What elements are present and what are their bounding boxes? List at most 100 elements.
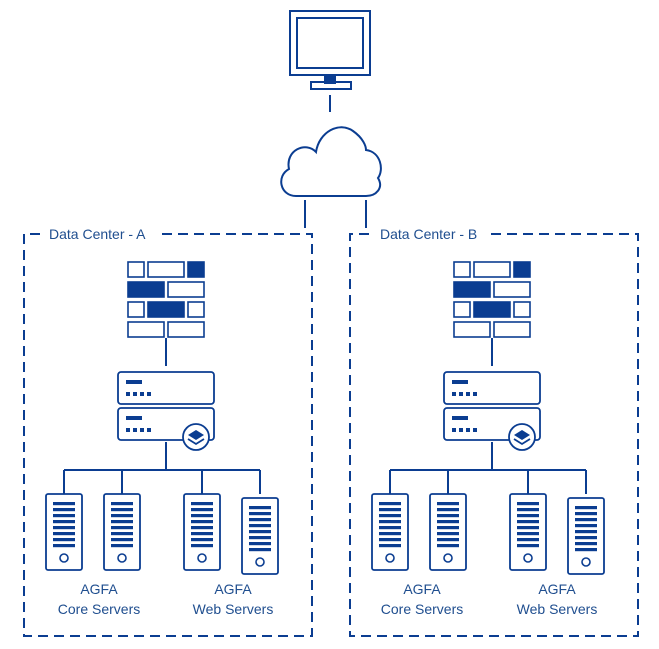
status-bar	[126, 416, 142, 420]
server-slot	[111, 526, 133, 530]
firewall-icon	[127, 261, 205, 338]
status-bar	[126, 380, 142, 384]
port-led	[126, 392, 130, 396]
server-slot	[53, 508, 75, 512]
server-slot	[379, 520, 401, 524]
load-balancer-icon	[117, 371, 215, 451]
server-tower-icon	[103, 493, 141, 571]
server-slot	[517, 520, 539, 524]
server-tower-icon	[429, 493, 467, 571]
server-slot	[249, 530, 271, 534]
server-slot	[53, 526, 75, 530]
power-button	[581, 557, 591, 567]
server-tower-icon	[45, 493, 83, 571]
firewall-brick	[453, 301, 471, 318]
server-slot	[249, 536, 271, 540]
firewall-brick	[187, 261, 205, 278]
server-slot	[379, 538, 401, 542]
load-balancer-unit	[117, 407, 215, 451]
load-balancer-case	[443, 371, 541, 405]
server-slot	[517, 538, 539, 542]
server-slot	[517, 544, 539, 548]
port-led	[147, 392, 151, 396]
group-label-line1: AGFA	[538, 581, 576, 597]
server-slot	[437, 544, 459, 548]
server-slot	[437, 502, 459, 506]
data-center-boundary	[349, 233, 639, 637]
load-balancer-icon	[443, 371, 541, 451]
data-center-boundary	[23, 233, 313, 637]
port-led	[459, 428, 463, 432]
port-led	[466, 428, 470, 432]
server-slot	[249, 524, 271, 528]
server-slot	[575, 548, 597, 552]
server-slot	[191, 538, 213, 542]
power-button	[197, 553, 207, 563]
server-slot	[517, 526, 539, 530]
server-slot	[437, 538, 459, 542]
firewall-brick	[453, 321, 491, 338]
server-slot	[53, 532, 75, 536]
group-label-line2: Core Servers	[381, 601, 463, 617]
server-slot	[53, 544, 75, 548]
stack-layer	[187, 438, 205, 446]
group-label-line1: AGFA	[403, 581, 441, 597]
server-slot	[53, 520, 75, 524]
firewall-icon	[453, 261, 531, 338]
port-led	[126, 428, 130, 432]
server-slot	[437, 508, 459, 512]
server-slot	[379, 532, 401, 536]
server-slot	[379, 544, 401, 548]
cloud-icon	[280, 126, 382, 197]
server-tower-icon	[509, 493, 547, 571]
firewall-brick	[127, 301, 145, 318]
server-slot	[249, 506, 271, 510]
firewall-brick	[147, 301, 185, 318]
firewall-brick	[167, 281, 205, 298]
server-slot	[575, 506, 597, 510]
load-balancer-unit	[117, 371, 215, 405]
server-slot	[249, 512, 271, 516]
server-slot	[191, 532, 213, 536]
group-label-line1: AGFA	[214, 581, 252, 597]
server-slot	[53, 538, 75, 542]
server-slot	[53, 514, 75, 518]
firewall-brick	[473, 301, 511, 318]
server-slot	[111, 544, 133, 548]
server-tower-icon	[371, 493, 409, 571]
power-button	[443, 553, 453, 563]
server-slot	[575, 530, 597, 534]
server-slot	[379, 508, 401, 512]
firewall-brick	[127, 261, 145, 278]
stack-layer	[514, 430, 530, 440]
firewall-brick	[513, 301, 531, 318]
firewall-brick	[473, 261, 511, 278]
data-center-label: Data Center - B	[380, 226, 477, 242]
server-slot	[517, 502, 539, 506]
server-slot	[517, 514, 539, 518]
server-slot	[111, 520, 133, 524]
group-label-line2: Web Servers	[517, 601, 598, 617]
server-tower-icon	[241, 497, 279, 575]
server-slot	[437, 520, 459, 524]
server-slot	[111, 538, 133, 542]
firewall-brick	[453, 281, 491, 298]
power-button	[385, 553, 395, 563]
port-led	[459, 392, 463, 396]
status-bar	[452, 380, 468, 384]
server-slot	[249, 542, 271, 546]
server-slot	[249, 518, 271, 522]
server-slot	[53, 502, 75, 506]
server-slot	[517, 532, 539, 536]
server-slot	[191, 526, 213, 530]
server-slot	[437, 526, 459, 530]
load-balancer-unit	[443, 371, 541, 405]
server-slot	[379, 526, 401, 530]
port-led	[473, 392, 477, 396]
port-led	[466, 392, 470, 396]
group-label-line1: AGFA	[80, 581, 118, 597]
server-slot	[191, 508, 213, 512]
firewall-brick	[127, 321, 165, 338]
firewall-brick	[493, 281, 531, 298]
